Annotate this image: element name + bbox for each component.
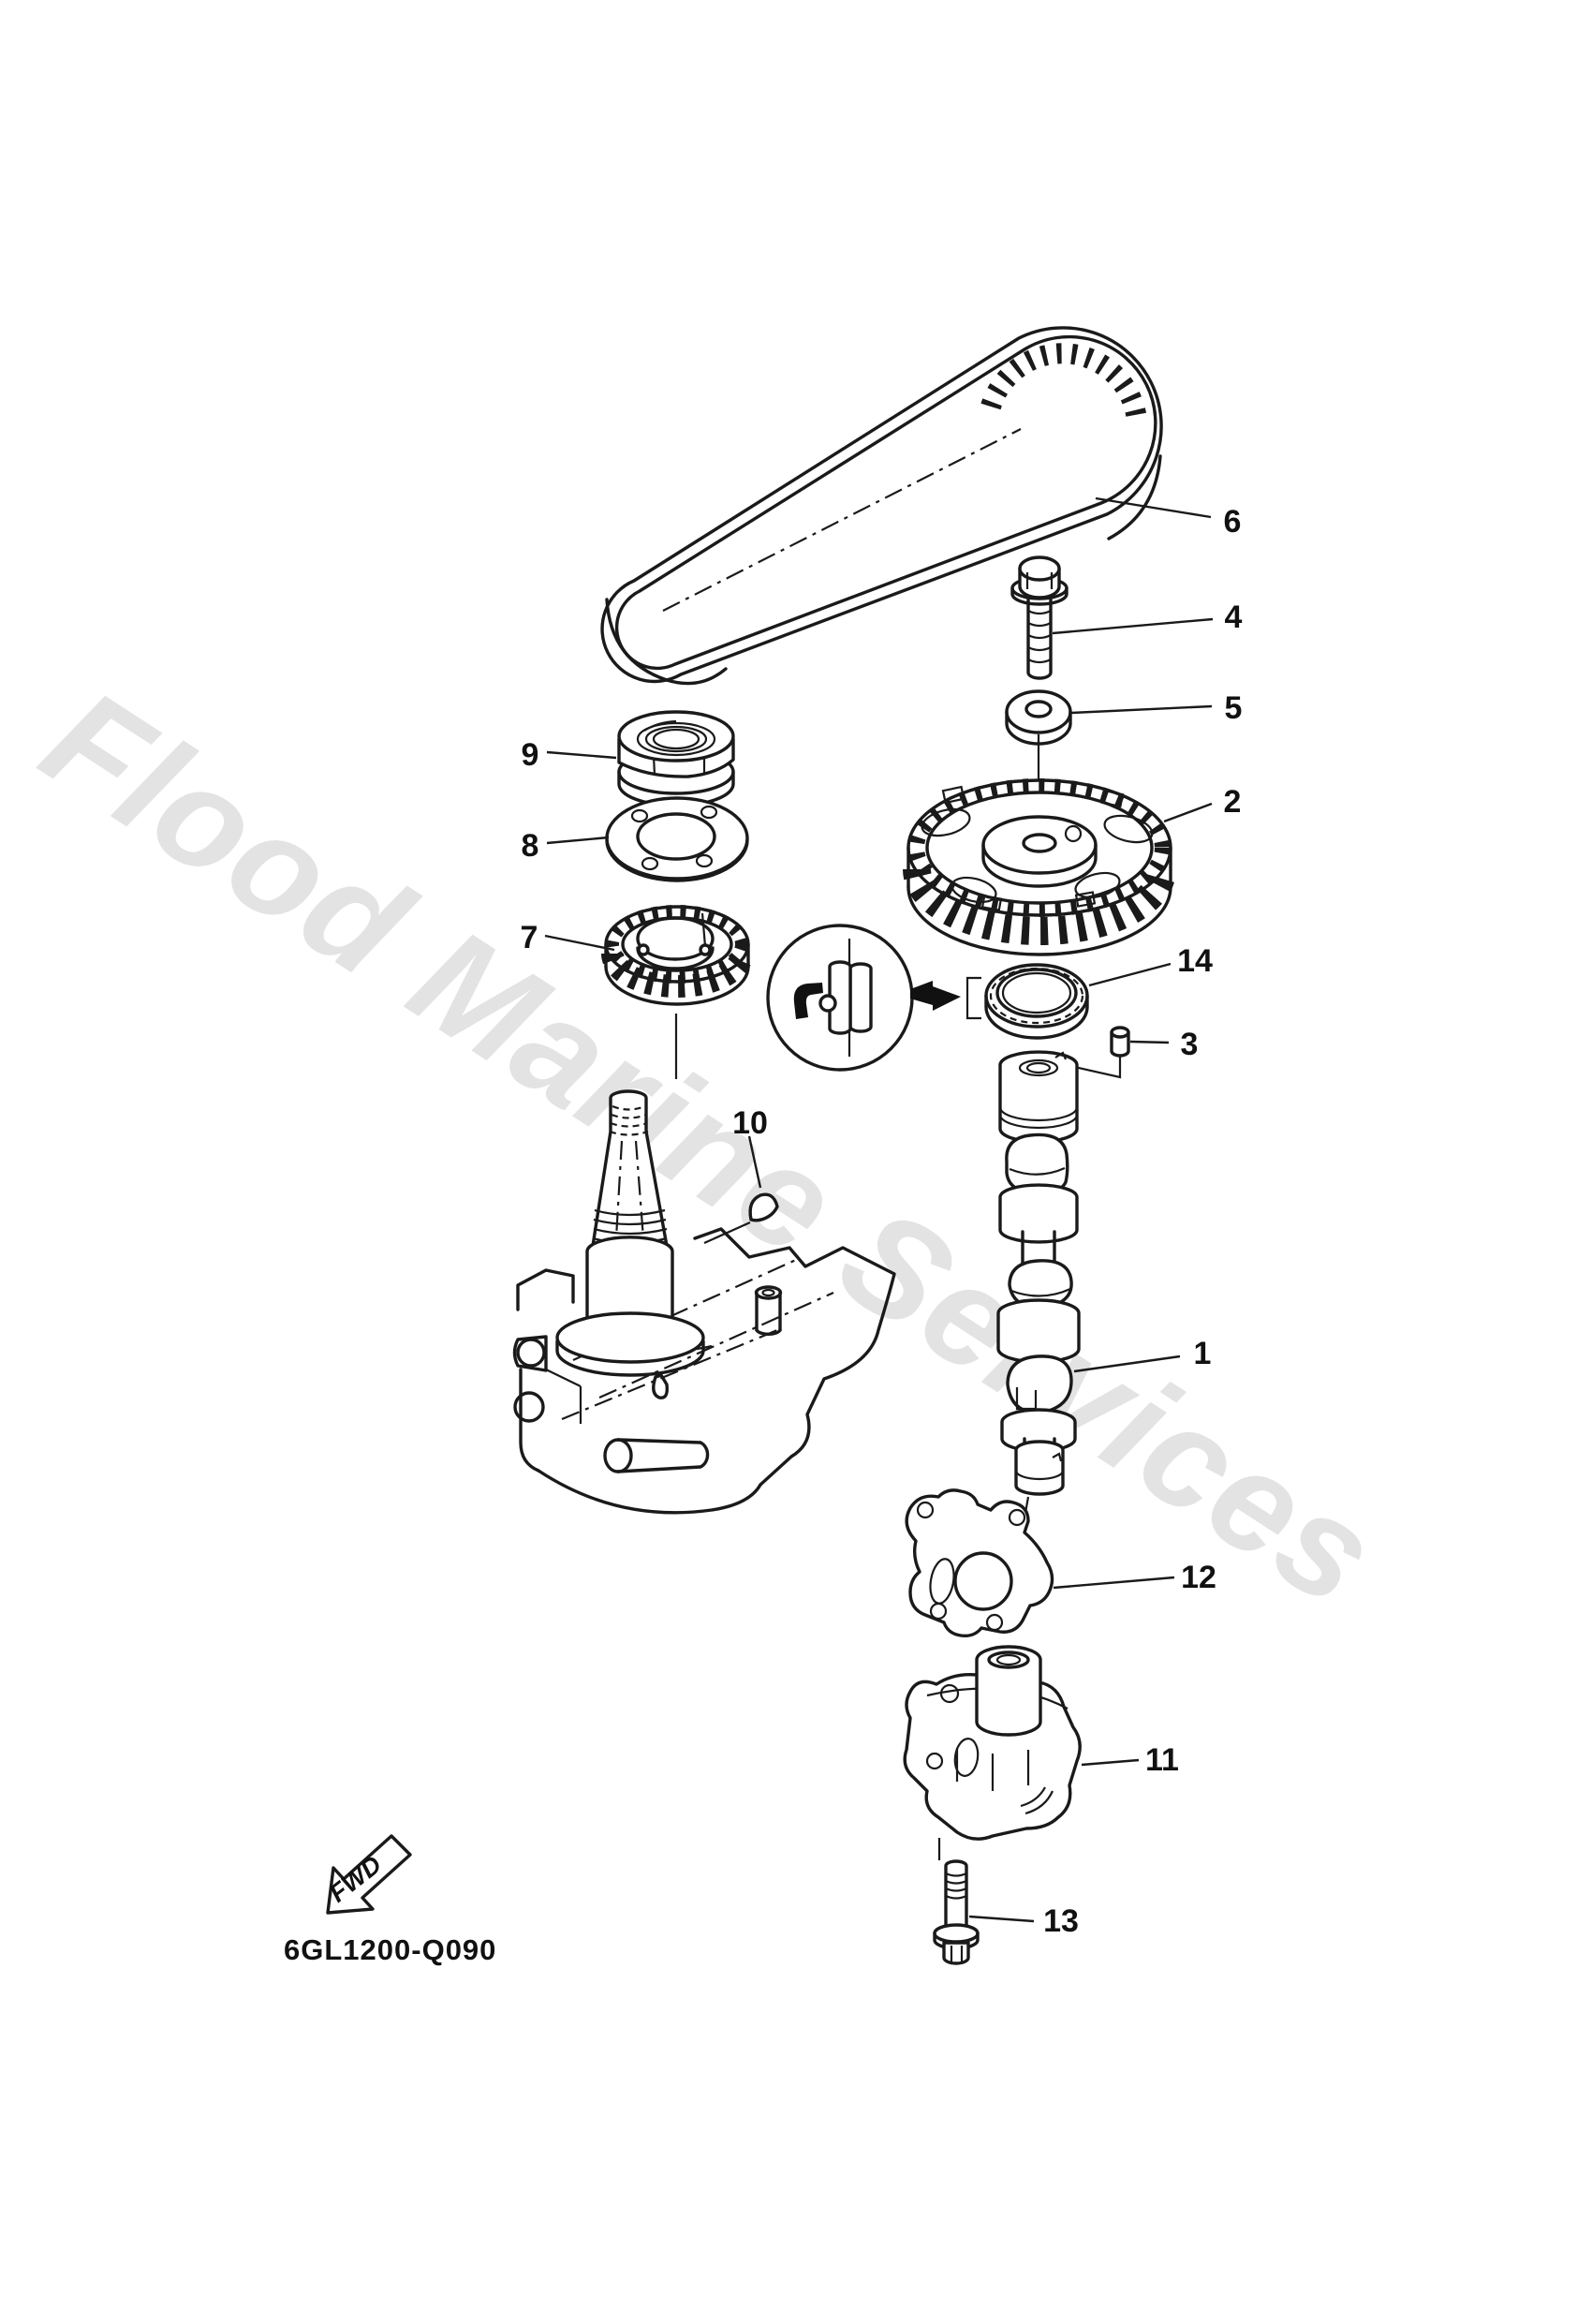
callout-7: 7 (521, 920, 538, 955)
callout-1: 1 (1194, 1336, 1212, 1371)
callout-5: 5 (1225, 690, 1243, 726)
oil-seal (984, 963, 1089, 1040)
callout-8: 8 (522, 828, 539, 864)
fwd-arrow-icon: FWD (324, 1834, 412, 1915)
callout-10: 10 (732, 1105, 768, 1141)
crankshaft (555, 1089, 705, 1377)
callout-13: 13 (1043, 1903, 1079, 1939)
callout-3: 3 (1181, 1027, 1199, 1062)
gear-bolt-washer (1005, 689, 1072, 832)
gear-bolt (1010, 555, 1069, 680)
dowel-pin (1061, 1026, 1130, 1079)
pin-detail-inset (766, 924, 914, 1072)
callout-11: 11 (1145, 1742, 1179, 1778)
pump-bolt (933, 1859, 980, 1965)
camshaft-drive-gear (903, 778, 1176, 956)
callout-12: 12 (1181, 1560, 1216, 1595)
woodruff-key (703, 1192, 779, 1245)
callout-2: 2 (1224, 784, 1242, 820)
detail-arrow-icon (910, 981, 961, 1011)
crankcase (512, 1227, 896, 1515)
oil-pump-gasket (905, 1488, 1054, 1638)
drawing-code: 6GL1200-Q090 (284, 1933, 496, 1966)
callout-6: 6 (1224, 504, 1242, 540)
callout-4: 4 (1225, 600, 1243, 635)
sprocket-lock-washer (605, 796, 749, 882)
camshaft (996, 1050, 1081, 1593)
crankshaft-nut (617, 710, 735, 807)
crankshaft-sprocket (601, 905, 753, 1079)
callout-9: 9 (522, 737, 539, 773)
seal-position-bracket (965, 976, 981, 1020)
oil-pump (903, 1645, 1082, 1860)
leader-lines (544, 496, 1214, 1923)
callout-14: 14 (1177, 943, 1213, 979)
clip-detail (793, 983, 823, 1019)
